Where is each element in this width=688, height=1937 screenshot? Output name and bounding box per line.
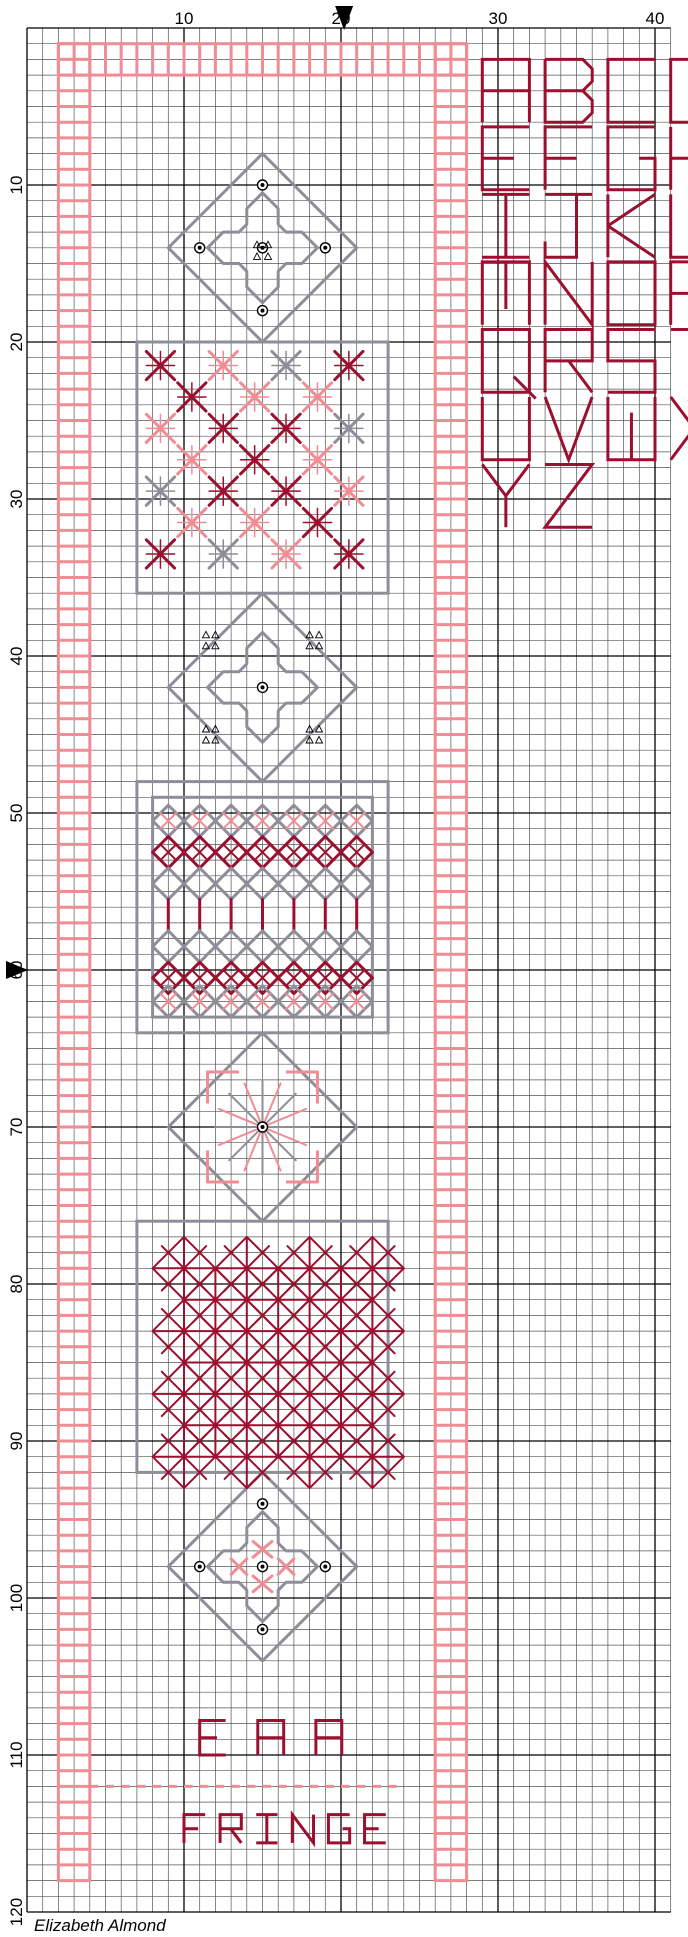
letter-d <box>671 59 688 122</box>
letter-y <box>482 464 529 527</box>
eyelet-stitch <box>258 1122 268 1132</box>
letter-n <box>292 1815 313 1843</box>
star-lattice-block <box>137 1221 404 1488</box>
eyelet-stitch <box>258 306 268 316</box>
diamond-motif-top <box>168 154 356 342</box>
left-tick-label: 50 <box>7 804 26 823</box>
eyelet-stitch <box>258 180 268 190</box>
eyelet-stitch <box>258 1624 268 1634</box>
fringe-label <box>184 1815 386 1843</box>
letter-n <box>545 262 592 325</box>
left-tick-label: 20 <box>7 333 26 352</box>
diamond-motif-bottom <box>168 1472 356 1660</box>
left-tick-label: 40 <box>7 647 26 666</box>
left-axis-ticks: 102030405060708090100110120 <box>7 176 26 1927</box>
eyelet-stitch <box>258 1499 268 1509</box>
letter-a <box>482 59 529 122</box>
letter-g <box>328 1815 349 1843</box>
left-tick-label: 110 <box>7 1741 26 1768</box>
letter-l <box>671 194 688 257</box>
letter-v <box>545 397 592 460</box>
top-tick-label: 10 <box>175 9 194 28</box>
letter-o <box>608 262 655 325</box>
letter-h <box>671 127 688 190</box>
letter-t <box>671 329 688 392</box>
letter-a <box>316 1720 342 1755</box>
eyelet-stitch <box>320 1562 330 1572</box>
eyelet-stitch <box>320 243 330 253</box>
letter-e <box>200 1720 226 1755</box>
triangle-symbol <box>254 253 261 260</box>
left-tick-label: 100 <box>7 1584 26 1612</box>
letter-x <box>671 397 688 460</box>
eyelet-stitch <box>258 682 268 692</box>
left-tick-label: 90 <box>7 1432 26 1451</box>
triangle-symbol <box>316 631 323 638</box>
left-tick-label: 10 <box>7 176 26 195</box>
eyelet-stitch <box>258 1562 268 1572</box>
top-tick-label: 30 <box>489 9 508 28</box>
letter-u <box>482 397 529 460</box>
left-tick-label: 70 <box>7 1118 26 1137</box>
letter-r <box>220 1815 241 1843</box>
letter-i <box>256 1815 277 1843</box>
letter-r <box>545 329 592 392</box>
letter-m <box>482 262 529 325</box>
chart-lettering <box>184 1720 386 1842</box>
designer-credit: Elizabeth Almond <box>34 1916 166 1935</box>
triangle-symbol <box>202 736 209 743</box>
letter-s <box>608 329 655 392</box>
eyelet-stitch <box>195 243 205 253</box>
left-tick-label: 30 <box>7 490 26 509</box>
letter-q <box>482 329 535 398</box>
left-tick-label: 80 <box>7 1275 26 1294</box>
letter-f <box>545 127 592 190</box>
letter-w <box>608 397 655 460</box>
triangle-symbol <box>316 736 323 743</box>
eyelet-stitch <box>195 1562 205 1572</box>
alphabet-sampler <box>482 59 688 527</box>
triangle-symbol <box>264 253 271 260</box>
letter-p <box>671 262 688 325</box>
triangle-symbol <box>202 631 209 638</box>
letter-a <box>258 1720 284 1755</box>
letter-z <box>545 464 592 527</box>
top-tick-label: 40 <box>646 9 665 28</box>
letter-f <box>184 1815 205 1843</box>
left-tick-label: 120 <box>7 1898 26 1926</box>
letter-g <box>608 127 655 190</box>
letter-e <box>482 127 529 190</box>
monogram-eaa <box>200 1720 342 1755</box>
letter-e <box>365 1815 386 1843</box>
